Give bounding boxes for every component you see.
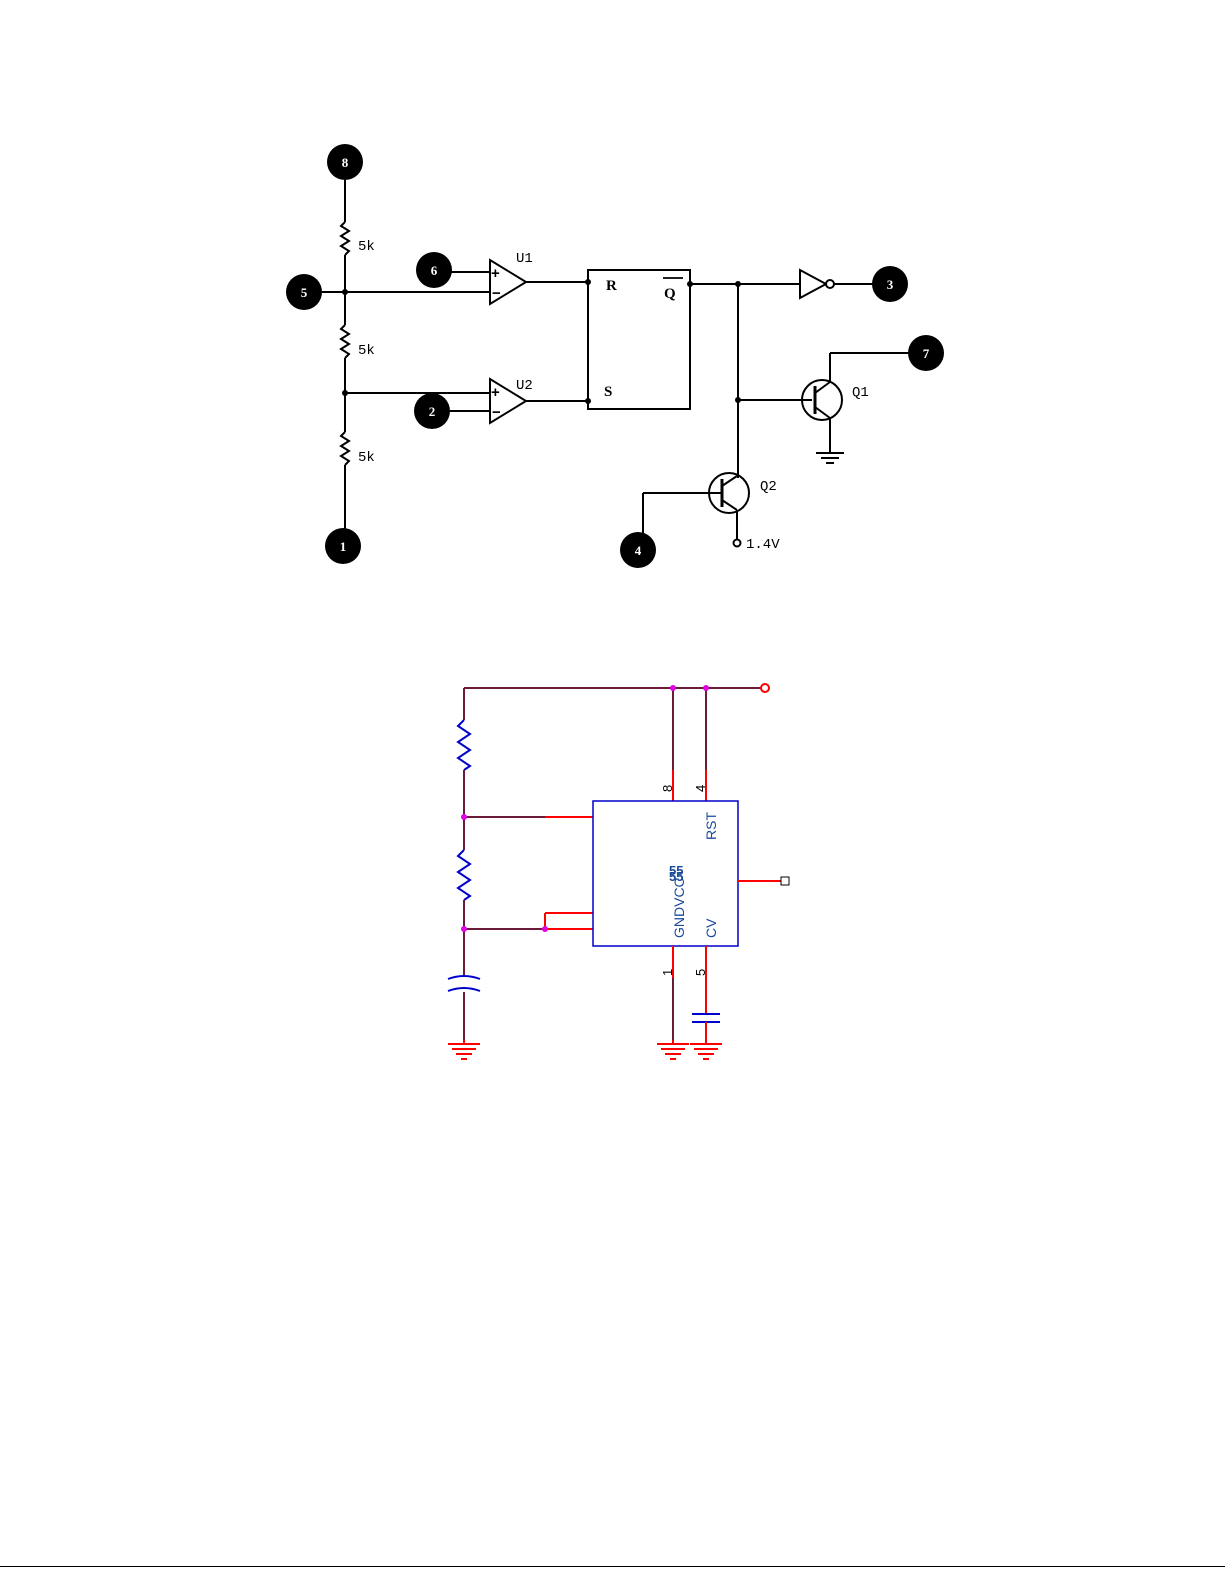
astable-circuit [448, 684, 789, 1059]
resistor-mid-label: 5k [358, 343, 375, 359]
node-5-label: 5 [301, 285, 308, 300]
resistor-bot [341, 432, 349, 465]
pin-4-label: 4 [693, 785, 708, 792]
pin-1-label: 1 [660, 969, 675, 976]
node-4-label: 4 [635, 543, 642, 558]
gndvcc-label: GNDVCC [671, 877, 687, 938]
u1-plus: + [491, 265, 500, 282]
output-terminal [781, 877, 789, 885]
node-1-label: 1 [340, 539, 347, 554]
resistor-bot-label: 5k [358, 450, 375, 466]
pin-8-label: 8 [660, 785, 675, 792]
pin-5-label: 5 [693, 969, 708, 976]
pin-nodes [286, 144, 944, 568]
ff-q-label: Q [664, 286, 676, 302]
inverter [800, 270, 826, 298]
resistor-ra [458, 720, 470, 770]
resistor-top-label: 5k [358, 239, 375, 255]
chip-label-2: 55 [669, 863, 683, 878]
u2-minus: − [492, 404, 501, 421]
cv-label: CV [703, 918, 719, 938]
q2-label: Q2 [760, 479, 777, 495]
u2-label: U2 [516, 378, 533, 394]
voltage-label: 1.4V [746, 537, 780, 553]
internal-schematic [322, 180, 910, 547]
q1-label: Q1 [852, 385, 869, 401]
resistor-mid [341, 325, 349, 358]
inverter-bubble [826, 280, 834, 288]
junctions-d1 [342, 279, 741, 404]
u2-plus: + [491, 384, 500, 401]
vcc-terminal [761, 684, 769, 692]
node-2-label: 2 [429, 404, 436, 419]
rst-label: RST [703, 812, 719, 840]
u1-label: U1 [516, 251, 533, 267]
node-7-label: 7 [923, 346, 930, 361]
u1-minus: − [492, 285, 501, 302]
page-bottom-rule [0, 1566, 1225, 1567]
node-6-label: 6 [431, 263, 438, 278]
ff-s-label: S [604, 384, 612, 400]
resistor-top [341, 222, 349, 255]
voltage-terminal [734, 540, 741, 547]
ff-r-label: R [606, 278, 617, 294]
capacitor-c1 [448, 976, 480, 979]
node-8-label: 8 [342, 155, 349, 170]
node-3-label: 3 [887, 277, 894, 292]
resistor-rb [458, 850, 470, 900]
